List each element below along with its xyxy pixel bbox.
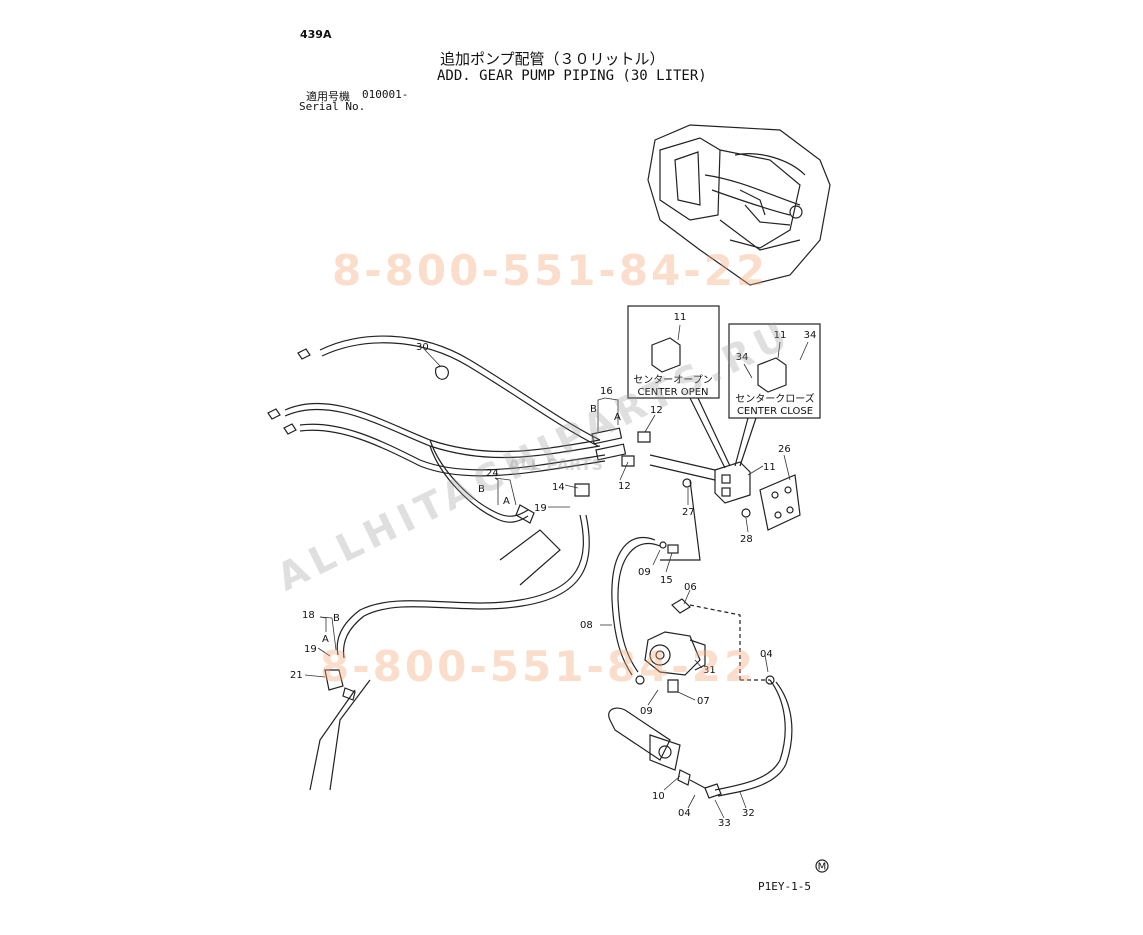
callout: 11	[763, 462, 776, 473]
center-open-part: 11	[674, 312, 687, 323]
callout: 12	[650, 405, 663, 416]
center-open-box	[627, 305, 720, 399]
callout: 14	[552, 482, 565, 493]
upper-hoses	[267, 335, 606, 523]
callout: 21	[290, 670, 303, 681]
callout: B	[478, 484, 485, 495]
bolt-28	[741, 508, 751, 518]
callout: 06	[684, 582, 697, 593]
hose-end-fittings	[515, 427, 651, 524]
bracket-plate	[759, 474, 801, 531]
callout: B	[333, 613, 340, 624]
callout: 24	[486, 468, 499, 479]
callout: 26	[778, 444, 791, 455]
watermark-logo: ALL PARTS	[508, 455, 604, 474]
callout: 08	[580, 620, 593, 631]
excavator-outline	[647, 124, 831, 286]
callout: 31	[703, 665, 716, 676]
callout: 16	[600, 386, 613, 397]
boom-outline	[309, 529, 561, 791]
clamp	[435, 365, 449, 380]
callout: 07	[697, 696, 710, 707]
callout: 19	[304, 644, 317, 655]
callout: B	[590, 404, 597, 415]
center-close-box	[728, 323, 821, 419]
watermark-phone-top: 8-800-551-84-22	[332, 246, 769, 295]
callout: 04	[760, 649, 773, 660]
center-close-part-11: 11	[774, 330, 787, 341]
tank-outlet	[608, 707, 706, 789]
callout: 30	[416, 342, 429, 353]
valve-block	[649, 454, 751, 561]
drawing-code: P1EY-1-5	[758, 880, 811, 893]
callout: A	[503, 496, 510, 507]
center-close-en: CENTER CLOSE	[737, 406, 813, 417]
callout: 15	[660, 575, 673, 586]
page-number: 439A	[300, 28, 332, 41]
hose-08	[611, 536, 679, 685]
center-close-jp: センタークローズ	[735, 392, 815, 405]
watermark-phone-bottom: 8-800-551-84-22	[320, 642, 757, 691]
callout: A	[614, 412, 621, 423]
callout: 09	[638, 567, 651, 578]
callout: 09	[640, 706, 653, 717]
bolt-27	[682, 478, 692, 488]
callout: 10	[652, 791, 665, 802]
hose-32	[704, 675, 793, 799]
callout: 27	[682, 507, 695, 518]
callout: 33	[718, 818, 731, 829]
callout: 18	[302, 610, 315, 621]
center-open-en: CENTER OPEN	[637, 387, 708, 398]
callout: 32	[742, 808, 755, 819]
callout: 12	[618, 481, 631, 492]
center-close-part-34a: 34	[804, 330, 817, 341]
callout: 28	[740, 534, 753, 545]
middle-hose	[324, 514, 590, 701]
callout: 04	[678, 808, 691, 819]
center-open-jp: センターオープン	[633, 374, 712, 386]
title-english: ADD. GEAR PUMP PIPING (30 LITER)	[437, 68, 707, 84]
serial-value: 010001-	[362, 88, 409, 101]
callout: A	[322, 634, 329, 645]
m-mark: M	[818, 862, 827, 873]
callout: 19	[534, 503, 547, 514]
serial-label-english: Serial No.	[299, 100, 366, 113]
center-close-part-34b: 34	[736, 352, 749, 363]
m-mark-circle	[815, 859, 829, 873]
serial-label-japanese: 適用号機	[306, 90, 350, 103]
title-japanese: 追加ポンプ配管（３０リットル）	[440, 50, 665, 68]
